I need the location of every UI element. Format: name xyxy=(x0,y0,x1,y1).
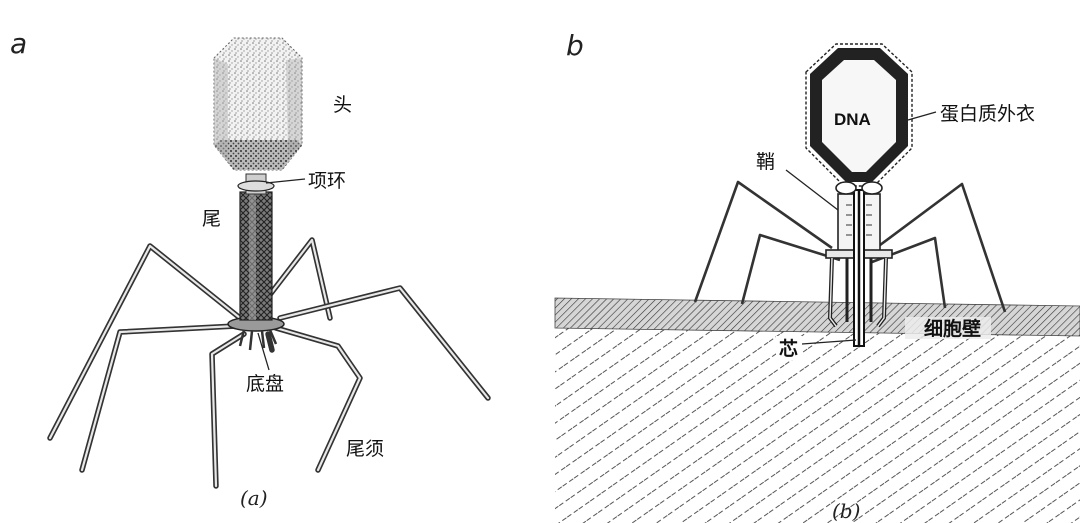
panel-b: b xyxy=(555,29,1080,523)
label-tail-fibers: 尾须 xyxy=(346,438,384,460)
panel-b-caption: (b) xyxy=(832,499,860,523)
label-head: 头 xyxy=(333,94,352,116)
head-drawing xyxy=(214,38,302,170)
label-core: 芯 xyxy=(779,337,798,360)
baseplate-drawing xyxy=(228,317,284,350)
label-tail: 尾 xyxy=(202,208,221,230)
panel-a-letter: a xyxy=(10,27,27,60)
label-protein-coat: 蛋白质外衣 xyxy=(940,103,1035,125)
panel-b-letter: b xyxy=(566,29,584,62)
leader-collar xyxy=(266,179,305,183)
label-cell-wall: 细胞壁 xyxy=(924,317,981,340)
tail-drawing xyxy=(238,174,274,320)
label-collar: 项环 xyxy=(308,170,346,192)
label-baseplate: 底盘 xyxy=(246,373,284,395)
label-dna: DNA xyxy=(834,110,871,129)
panel-a-caption: (a) xyxy=(240,486,268,510)
label-sheath: 鞘 xyxy=(756,151,775,173)
leader-sheath xyxy=(786,170,838,210)
panel-a: a xyxy=(10,27,488,510)
sheath-drawing xyxy=(826,190,892,346)
head-b-drawing: DNA xyxy=(806,44,912,194)
cell-interior xyxy=(555,312,1080,523)
